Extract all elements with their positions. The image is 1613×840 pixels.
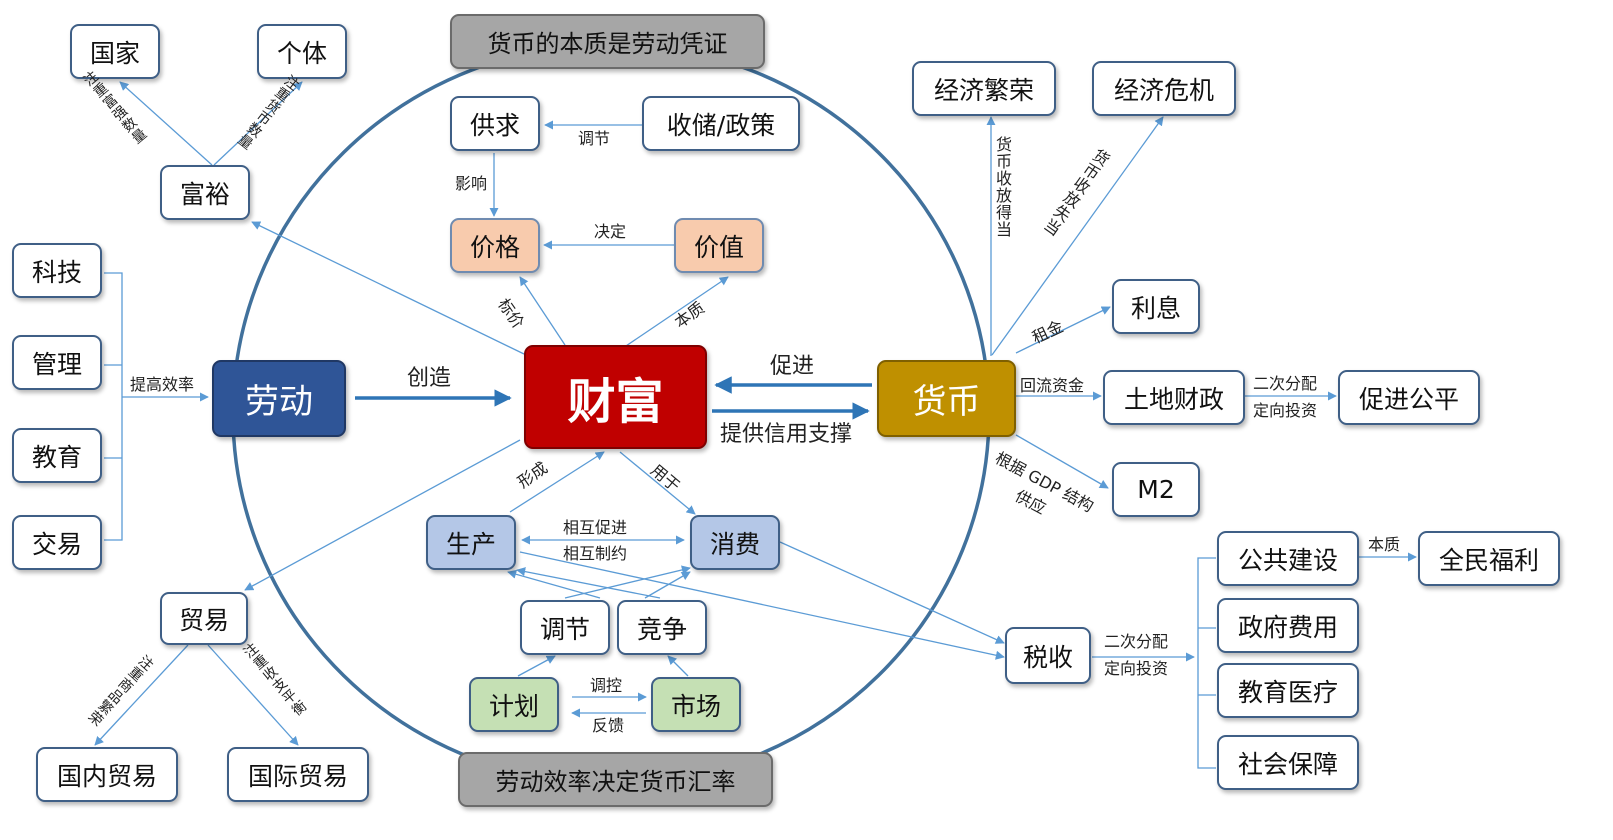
label-regulate: 调节 [578, 129, 611, 148]
node-wealth[interactable]: 财富 [524, 345, 707, 449]
label-land-directed-invest: 定向投资 [1253, 401, 1318, 420]
node-storage-policy[interactable]: 收储/政策 [642, 96, 800, 151]
node-international-trade[interactable]: 国际贸易 [227, 747, 369, 802]
label-mutual-promote: 相互促进 [563, 518, 628, 537]
edge-consume-tax [779, 541, 1005, 644]
edge-wealth-consume [619, 451, 696, 515]
node-value[interactable]: 价值 [674, 218, 764, 273]
edge-market-compete [667, 655, 689, 677]
edge-produce-wealth [509, 451, 605, 513]
banner-labor-efficiency: 劳动效率决定货币汇率 [458, 752, 773, 807]
node-crisis[interactable]: 经济危机 [1092, 61, 1236, 116]
node-wealthy[interactable]: 富裕 [160, 165, 250, 220]
node-interest[interactable]: 利息 [1112, 279, 1200, 334]
edge-plan-regulate [517, 655, 556, 677]
edge-wealth-price [519, 276, 566, 346]
label-welfare-essence: 本质 [1368, 535, 1401, 554]
node-prosperity[interactable]: 经济繁荣 [912, 61, 1056, 116]
node-tax[interactable]: 税收 [1005, 627, 1091, 684]
node-m2[interactable]: M2 [1112, 462, 1200, 517]
node-domestic-trade[interactable]: 国内贸易 [36, 747, 178, 802]
node-labor[interactable]: 劳动 [212, 360, 346, 437]
label-tax-directed-invest: 定向投资 [1104, 659, 1169, 678]
node-trade[interactable]: 贸易 [160, 592, 248, 645]
node-tech[interactable]: 科技 [12, 243, 102, 298]
label-feedback: 反馈 [592, 716, 625, 735]
label-create: 创造 [407, 366, 452, 391]
label-credit-support: 提供信用支撑 [720, 422, 853, 447]
edge-money-interest [1015, 306, 1111, 354]
node-produce[interactable]: 生产 [426, 515, 516, 570]
node-gov-expense[interactable]: 政府费用 [1217, 598, 1359, 653]
node-state[interactable]: 国家 [70, 24, 160, 79]
edge-wealth-trade [244, 439, 521, 591]
edge-compete-produce [516, 567, 661, 599]
bracket-tax-items [1197, 557, 1216, 769]
edge-money-crisis [991, 116, 1164, 356]
node-edu-medical[interactable]: 教育医疗 [1217, 663, 1359, 718]
label-reflux-funds: 回流资金 [1020, 376, 1085, 395]
node-competition[interactable]: 竞争 [617, 600, 707, 655]
node-consume[interactable]: 消费 [690, 515, 780, 570]
edge-trade-domestic [94, 644, 189, 746]
edge-wealth-value [619, 276, 729, 351]
edge-regulate-produce [507, 569, 601, 599]
node-plan[interactable]: 计划 [469, 677, 559, 732]
node-fairness[interactable]: 促进公平 [1338, 370, 1480, 425]
node-trading[interactable]: 交易 [12, 515, 102, 570]
node-regulation[interactable]: 调节 [520, 600, 610, 655]
node-public-welfare[interactable]: 全民福利 [1418, 531, 1560, 586]
edge-money-m2 [1015, 434, 1109, 489]
bracket-labor-inputs [104, 272, 123, 541]
label-tax-secondary-dist: 二次分配 [1104, 632, 1169, 651]
node-land-finance[interactable]: 土地财政 [1103, 370, 1245, 425]
edge-trade-international [207, 644, 299, 746]
node-education[interactable]: 教育 [12, 428, 102, 483]
label-mutual-restrict: 相互制约 [563, 544, 628, 563]
node-public-construction[interactable]: 公共建设 [1217, 531, 1359, 586]
node-money[interactable]: 货币 [877, 360, 1016, 437]
edge-wealthy-individual [213, 81, 303, 166]
label-improve-efficiency: 提高效率 [130, 375, 195, 394]
banner-money-essence: 货币的本质是劳动凭证 [450, 14, 765, 69]
node-supply-demand[interactable]: 供求 [450, 96, 540, 151]
node-social-security[interactable]: 社会保障 [1217, 735, 1359, 790]
node-price[interactable]: 价格 [450, 218, 540, 273]
label-prosperity-link: 货币收放得当 [993, 136, 1012, 238]
label-decide: 决定 [594, 222, 627, 241]
edge-produce-tax [519, 551, 1005, 660]
edge-regulate-consume [564, 565, 691, 599]
label-affect: 影响 [455, 174, 488, 193]
edge-wealth-wealthy [251, 221, 525, 355]
node-market[interactable]: 市场 [651, 677, 741, 732]
label-land-secondary-dist: 二次分配 [1253, 374, 1318, 393]
edge-compete-consume [644, 571, 691, 599]
label-control: 调控 [590, 676, 623, 695]
edge-wealthy-state [119, 81, 213, 166]
node-individual[interactable]: 个体 [257, 24, 347, 79]
node-management[interactable]: 管理 [12, 335, 102, 390]
label-promote: 促进 [770, 354, 815, 379]
